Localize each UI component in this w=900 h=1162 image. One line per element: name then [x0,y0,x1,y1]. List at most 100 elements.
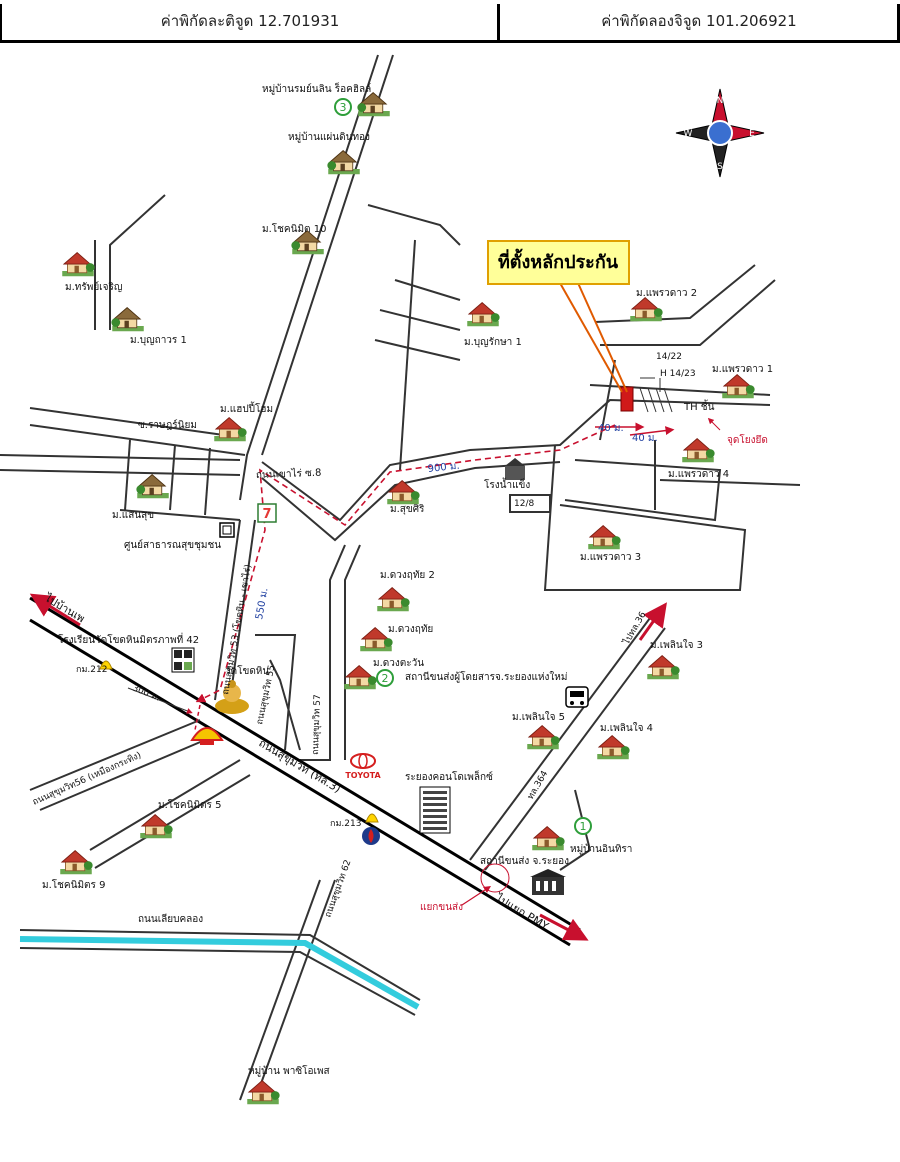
label-wat-khot-hin: วัดโขดหิน [225,664,269,677]
label-chok-nimit-9: ม.โชคนิมิตร 9 [42,878,105,891]
label-to-pmy: ไปแยก PMY [493,891,551,933]
house-icon [110,307,145,332]
label-sukhumvit-62: ถนนสุขุมวิท 62 [322,858,353,919]
label-duangruethai-2: ม.ดวงฤทัย 2 [380,570,435,581]
bus-terminal-icon [530,869,566,895]
house-icon [356,92,391,117]
property-callout: ที่ตั้งหลักประกัน [487,240,630,393]
coordinate-bar-right-rule [897,4,900,42]
label-phraeo-dao-3: ม.แพรวดาว 3 [580,552,641,563]
label-km212: กม.212 [76,665,107,675]
coordinate-bar-divider [497,4,500,42]
label-ice-factory: โรงน้ำแข็ง [484,477,530,491]
canal [19,936,420,1010]
property-marker[interactable] [620,386,634,412]
label-khao-rai-8: ถนนเขาไร่ ซ.8 [256,467,322,481]
svg-text:1: 1 [580,820,587,833]
house-icon [326,150,361,175]
house-icon [343,665,378,690]
house-icon [213,417,248,442]
callout-text: ที่ตั้งหลักประกัน [498,248,619,273]
route-lines [194,422,675,731]
label-health-center: ศูนย์สาธารณสุขชุมชน [124,539,221,551]
house-icon [139,814,174,839]
label-phraeo-dao-4: ม.แพรวดาว 4 [668,469,729,480]
label-school: โรงเรียนวัดโขดหินมิตรภาพที่ 42 [58,632,199,646]
longitude-label: ค่าพิกัดลองจิจูด 101.206921 [601,12,797,30]
ice-factory-icon [505,458,525,480]
label-suksiri: ม.สุขศิริ [390,504,425,515]
house-icon [61,252,96,277]
label-saensuk: ม.แสนสุข [112,510,154,521]
label-bus-station: สถานีขนส่งผู้โดยสารจ.ระยองแห่งใหม่ [405,670,567,683]
label-phaen-din-thong: หมู่บ้านแผ่นดินทอง [288,131,370,143]
house-icon [246,1080,281,1105]
svg-text:2: 2 [382,672,389,685]
house-icons [59,92,756,1105]
svg-text:7: 7 [262,507,271,522]
house-icon [531,826,566,851]
label-duangruethai: ม.ดวงฤทัย [388,624,433,635]
label-km213: กม.213 [330,819,361,829]
coordinate-bar-bottom-rule [0,40,900,43]
label-checkpoint: จุดโยงยึด [727,433,768,446]
property-lots [639,377,673,413]
label-sap-charoen: ม.ทรัพย์เจริญ [65,281,122,293]
label-phraeo-dao-2: ม.แพรวดาว 2 [636,288,697,299]
label-duangtawan: ม.ดวงตะวัน [373,658,424,669]
arrow-ban-phe-icon [29,593,81,627]
label-lot-h-14-23: H 14/23 [660,369,696,379]
km-marker-icon [365,813,379,823]
temple-icon [215,680,249,714]
label-lot-14-22: 14/22 [656,352,682,362]
arrow-tl36-icon [638,602,667,641]
house-icon [466,302,501,327]
distance-550: 550 ม. [254,587,270,620]
label-sukhumvit-56: ถนนสุขุมวิท56 (เหมืองกระทิง) [31,750,143,808]
label-intira: หมู่บ้านอินทิรา [570,843,632,855]
label-plernjai-5: ม.เพลินใจ 5 [512,711,565,723]
house-icon [587,525,622,550]
svg-text:3: 3 [340,101,347,114]
house-icon [681,438,716,463]
distance-40-b: 40 ม. [632,433,658,444]
badge-3: 3 [334,98,352,116]
label-khon-song-junction: แยกขนส่ง [420,902,463,913]
health-center-icon [219,522,235,538]
label-happy-home: ม.แฮปปี้โฮม [220,401,273,415]
label-bunthawon-1: ม.บุญถาวร 1 [130,335,187,346]
label-chok-nimit-10: ม.โชคนิมิต 10 [262,222,326,235]
distance-40-a: 40 ม. [598,423,624,434]
distance-900: 900 ม. [427,461,460,475]
label-to-tl36: ไปทล.36 [621,610,649,648]
label-lot-12-8: 12/8 [514,499,534,509]
label-condo: ระยองคอนโดเพล็กซ์ [405,769,493,783]
arrow-pmy-icon [539,913,589,941]
globe-icon [707,120,733,146]
compass-s: S [717,162,723,172]
house-icon [646,655,681,680]
label-bunraksa-1: ม.บุญรักษา 1 [464,337,522,348]
number-badges: 1 2 3 [334,98,592,835]
label-phraeo-dao-1: ม.แพรวดาว 1 [712,364,773,375]
label-plernjai-4: ม.เพลินใจ 4 [600,722,653,734]
label-chok-nimit-5: ม.โชคนิมิตร 5 [158,798,221,811]
latitude-label: ค่าพิกัดละติจูด 12.701931 [160,12,340,30]
seven-eleven-icon: 7 [257,503,277,523]
coordinate-bar: ค่าพิกัดละติจูด 12.701931 ค่าพิกัดลองจิจ… [0,0,900,43]
landmark-icons: 7 [29,417,721,941]
distance-300: 300 ม. [131,684,161,704]
toyota-logo: TOYOTA [345,753,381,780]
house-icon [59,850,94,875]
shell-icon [190,727,224,745]
label-rom-sin: หมู่บ้านรมย์นลิน ร็อคฮิลล์ [262,81,371,95]
ptt-station-icon [362,827,380,845]
house-icon [721,374,756,399]
house-icon [386,480,421,505]
junction-circle [480,863,510,893]
map-labels: หมู่บ้านรมย์นลิน ร็อคฮิลล์ หมู่บ้านแผ่นด… [31,81,773,1077]
house-icon [629,297,664,322]
house-icon [596,735,631,760]
label-plernjai-3: ม.เพลินใจ 3 [650,639,703,651]
